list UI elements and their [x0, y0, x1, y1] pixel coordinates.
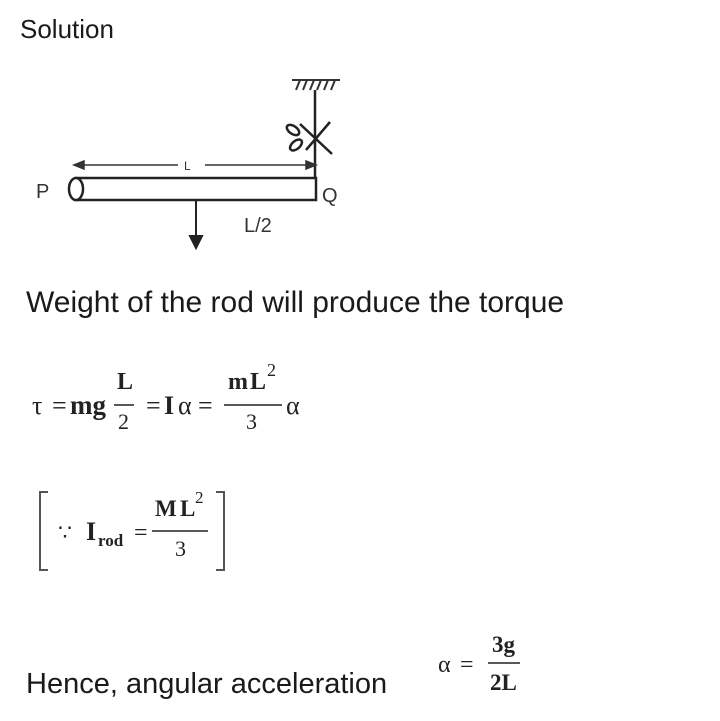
svg-text:m: m — [228, 369, 248, 395]
svg-text:2: 2 — [267, 360, 276, 380]
svg-text:L: L — [250, 369, 266, 395]
svg-text:α: α — [178, 391, 192, 420]
label-p: P — [36, 181, 49, 203]
svg-text:α: α — [286, 391, 300, 420]
weight-arrow — [188, 200, 204, 251]
svg-text:2: 2 — [195, 488, 204, 507]
torque-statement: Weight of the rod will produce the torqu… — [26, 286, 565, 319]
moment-of-inertia-note: ∵ I rod = M L 2 3 — [39, 488, 225, 571]
solution-heading: Solution — [20, 14, 114, 44]
ceiling-support — [292, 79, 340, 91]
label-length: L — [184, 159, 191, 173]
svg-text:=: = — [198, 391, 213, 420]
svg-text:I: I — [164, 391, 174, 420]
svg-text:α: α — [438, 652, 451, 678]
svg-text:M: M — [155, 496, 177, 521]
svg-text:τ: τ — [32, 391, 42, 420]
svg-text:L: L — [117, 369, 133, 395]
svg-text:∵: ∵ — [58, 520, 72, 545]
svg-text:=: = — [460, 652, 474, 678]
svg-text:3: 3 — [175, 536, 186, 561]
svg-text:2L: 2L — [490, 670, 517, 695]
svg-text:I: I — [86, 517, 96, 546]
svg-text:=: = — [134, 520, 148, 546]
svg-text:=: = — [146, 391, 161, 420]
svg-text:mg: mg — [70, 390, 106, 420]
svg-text:3: 3 — [246, 409, 257, 434]
conclusion-text: Hence, angular acceleration — [26, 668, 388, 700]
svg-text:L: L — [180, 496, 195, 521]
scissors-icon — [285, 121, 333, 155]
torque-equation: τ = mg L 2 = I α = m L 2 3 α — [32, 360, 300, 434]
svg-text:3g: 3g — [492, 632, 516, 657]
length-arrow — [71, 159, 319, 171]
rod — [67, 176, 318, 202]
svg-text:rod: rod — [98, 531, 124, 550]
svg-text:=: = — [52, 391, 67, 420]
svg-text:2: 2 — [118, 409, 129, 434]
angular-acceleration-result: α = 3g 2L — [438, 632, 520, 695]
label-half-length: L/2 — [244, 215, 272, 237]
label-q: Q — [322, 185, 338, 207]
